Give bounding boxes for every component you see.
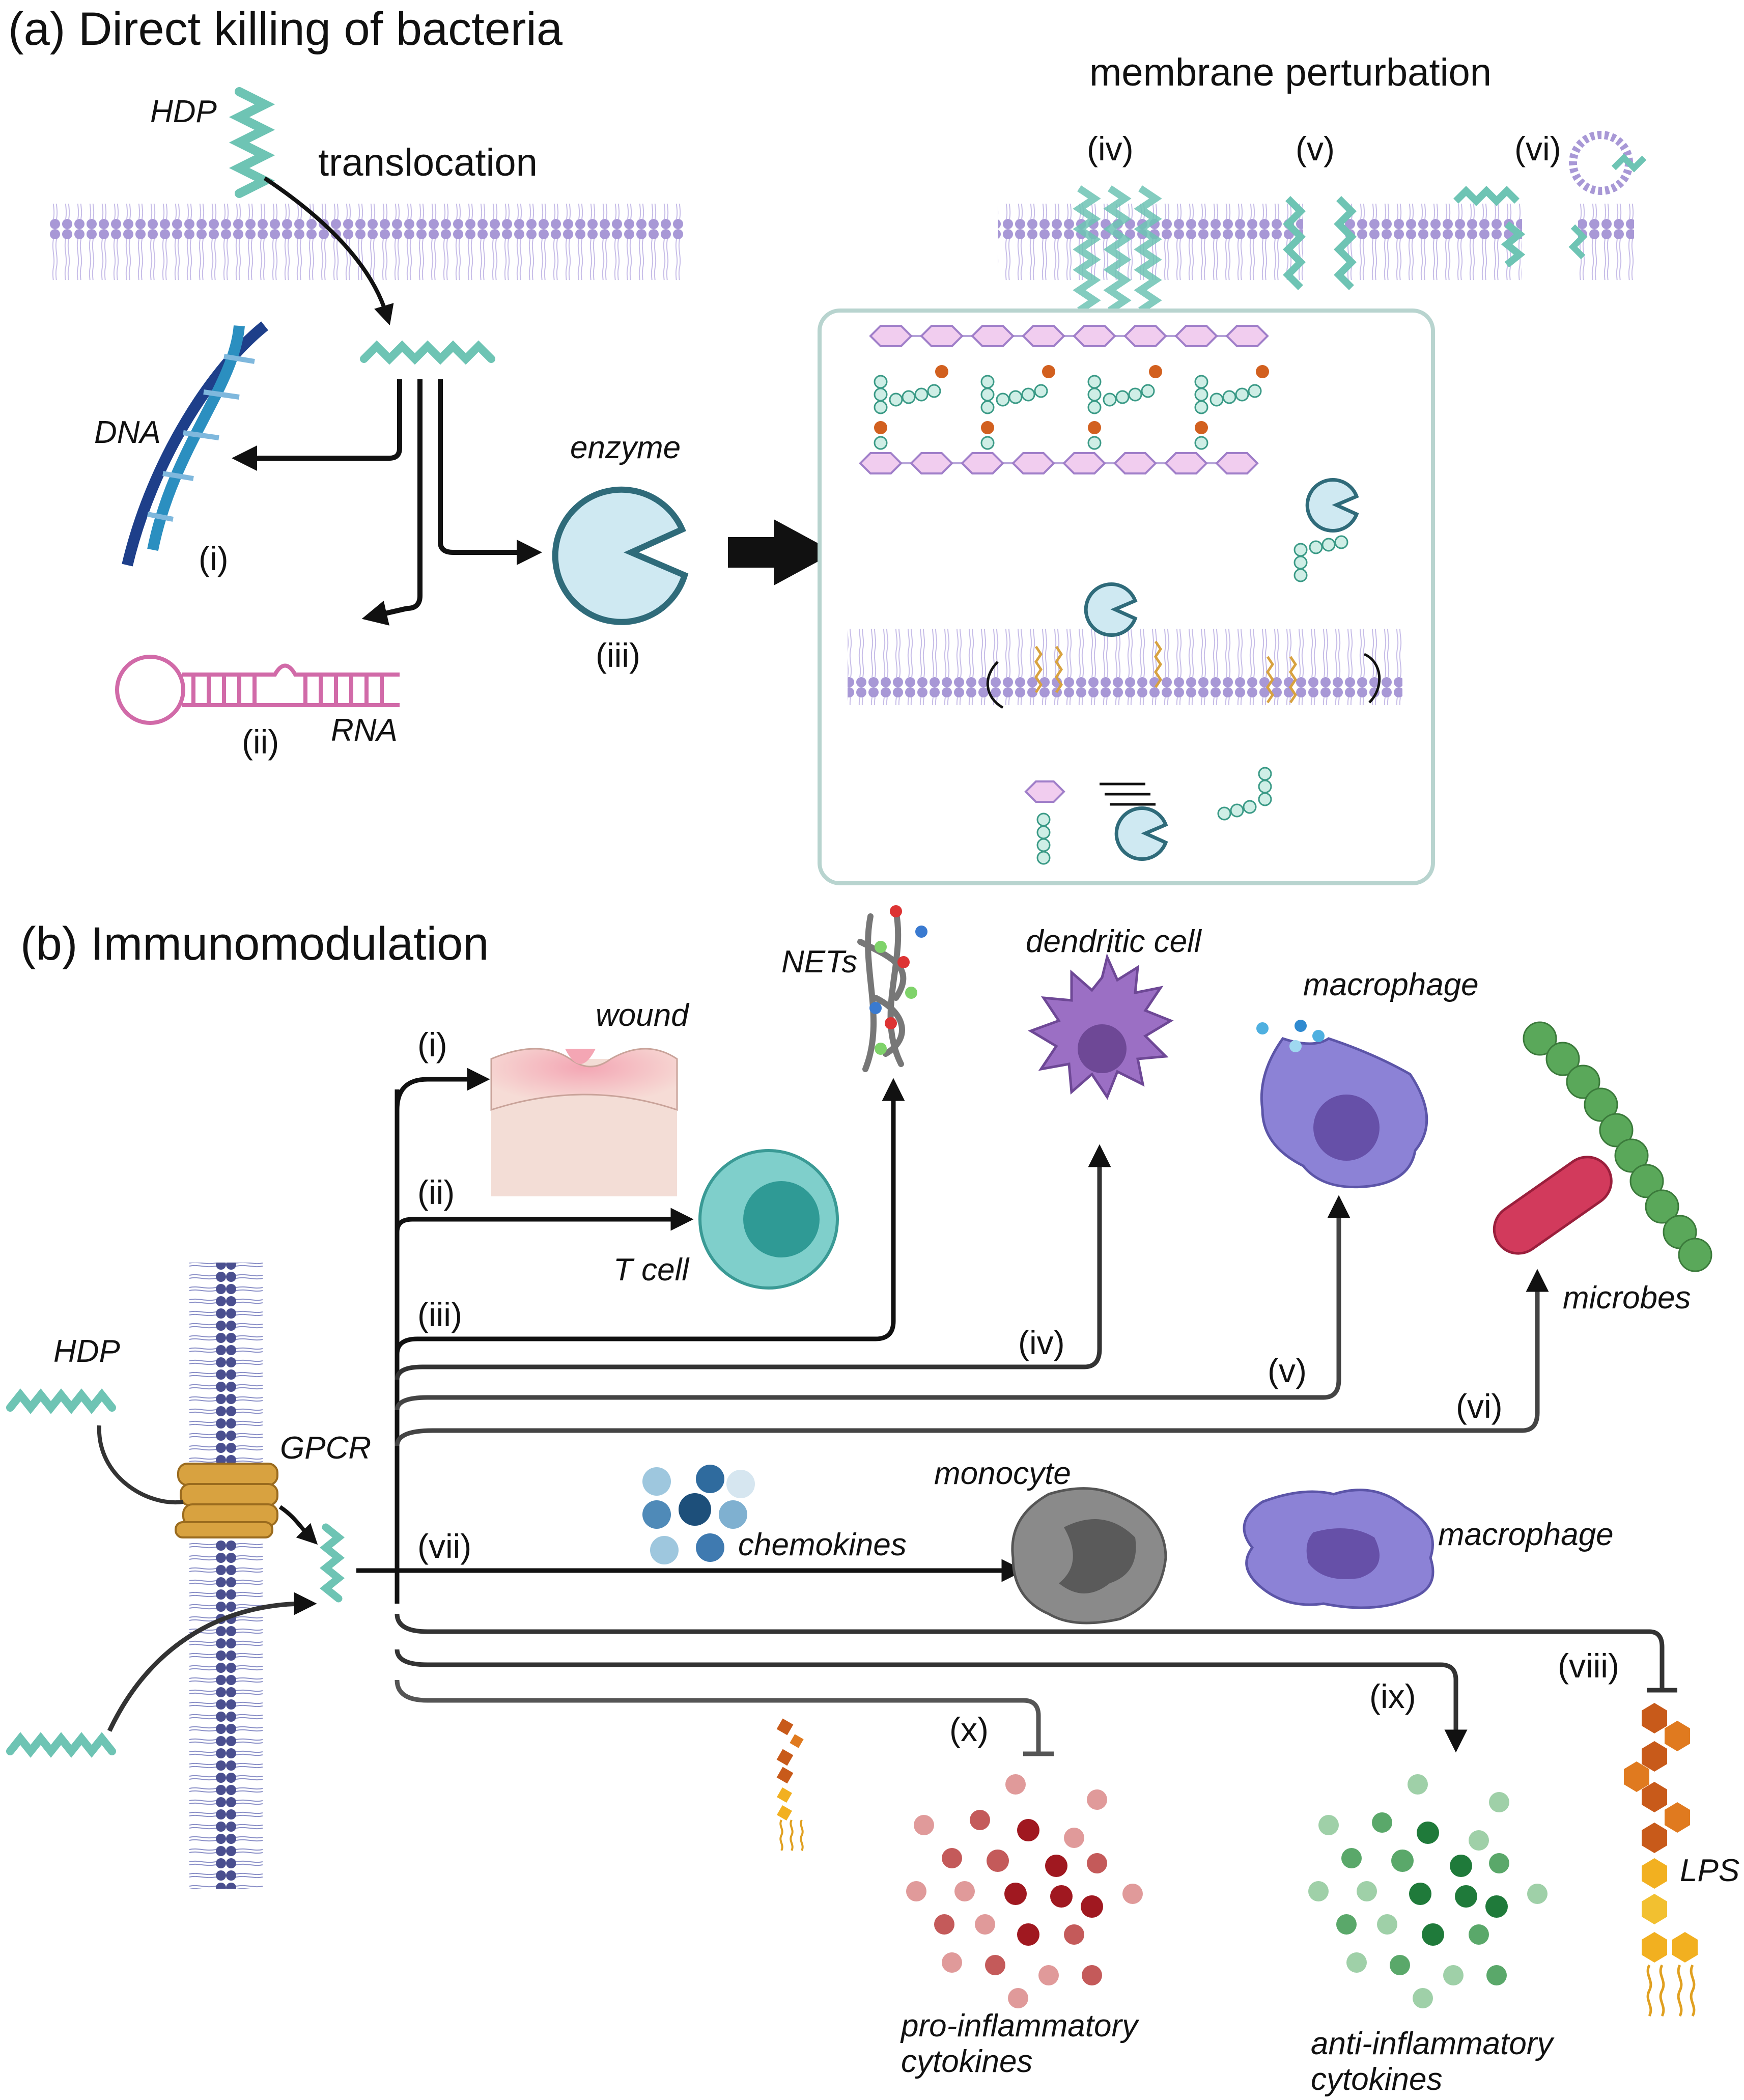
macrophage-mid-label: macrophage [1438,1517,1614,1552]
gpcr-receptor-icon [175,1463,278,1538]
pathway-vi-arrow [395,1269,1549,1446]
microbe-chain-icon [1523,1021,1712,1272]
arrow-to-enzyme [438,379,542,565]
pathway-iii-arrow [395,1078,905,1355]
hdp-entry-arrow [107,1592,317,1732]
pro-inflammatory-label-2: cytokines [901,2044,1032,2079]
detail-enzyme-1-icon [1084,582,1138,637]
pro-inflammatory-cytokines-icon [906,1774,1143,2008]
lps-large-icon [1624,1703,1698,2017]
t-cell-label: T cell [613,1252,690,1287]
microbes-label: microbes [1563,1280,1691,1315]
pro-inflammatory-label-1: pro-inflammatory [900,2008,1140,2043]
nets-icon [857,908,907,1072]
pathway-ix-arrow [395,1649,1468,1753]
vertical-membrane [188,1263,264,1889]
hdp-peptide-b-icon [6,1388,116,1414]
hdp-binding-arrow [97,1425,184,1505]
lps-label: LPS [1680,1853,1739,1888]
bilayer-membrane-left [48,204,685,280]
detail-enzyme-2-icon [1305,478,1359,533]
pathway-i-arrow [395,1068,490,1110]
pathway-iv-arrow [395,1144,1111,1380]
roman-vii-b: (vii) [417,1527,471,1565]
roman-v-a: (v) [1296,130,1335,167]
roman-vi-a: (vi) [1514,130,1561,167]
roman-iii-b: (iii) [417,1296,462,1333]
roman-viii-b: (viii) [1558,1647,1619,1685]
enzyme-icon [552,486,689,625]
enzyme-label: enzyme [570,430,681,465]
lipid-ii-strand-icon [1036,535,1348,865]
roman-ii-a: (ii) [242,723,279,761]
nag-nam-unit [1024,780,1065,803]
detail-enzyme-3-icon [1114,806,1168,861]
microbe-rod-icon [1493,1156,1613,1255]
micelle-icon [1568,131,1647,260]
gpcr-label: GPCR [280,1431,371,1466]
roman-vi-b: (vi) [1456,1387,1503,1425]
wound-icon [490,1048,678,1196]
macrophage-top-icon [1256,1020,1428,1189]
roman-ix-b: (ix) [1369,1677,1416,1715]
panel-b-heading: (b) Immunomodulation [20,918,489,970]
wound-label: wound [596,998,690,1033]
dna-label: DNA [94,415,161,450]
translocation-label: translocation [318,141,538,184]
pathway-x-line [395,1679,1054,1756]
macrophage-top-label: macrophage [1303,967,1479,1002]
peptidoglycan-layer [859,325,1269,474]
dendritic-cell-icon [1028,953,1174,1100]
panel-a-heading: (a) Direct killing of bacteria [8,3,563,55]
monocyte-label: monocyte [934,1456,1071,1491]
hdp-peptide-b2-icon [6,1732,116,1758]
lipid-anchor-icons [1034,640,1298,704]
pathway-viii-line [395,1613,1677,1693]
hdp-label-a: HDP [150,94,217,129]
anti-inflammatory-label-1: anti-inflammatory [1311,2026,1555,2061]
arrow-to-dna [232,379,402,471]
dna-helix-icon [122,321,268,567]
lps-small-icon [776,1718,804,1851]
detail-membrane [848,629,1402,705]
perturbed-membrane-2 [1344,204,1522,280]
chemokines-label: chemokines [738,1527,907,1562]
nets-granules [869,905,927,1055]
big-arrow [728,519,835,585]
monocyte-icon [1011,1487,1167,1625]
roman-iii-a: (iii) [596,636,640,674]
nets-label: NETs [781,944,857,979]
translocation-arrow [263,176,394,326]
gpcr-signal-arrow [278,1505,318,1545]
macrophage-mid-icon [1243,1489,1434,1609]
pathway-v-arrow [395,1195,1351,1411]
anti-inflammatory-label-2: cytokines [1311,2062,1442,2097]
anti-inflammatory-cytokines-icon [1308,1774,1548,2008]
roman-v-b: (v) [1268,1352,1307,1389]
membrane-perturbation-label: membrane perturbation [1089,51,1492,94]
barrel-stave-pore-icon [1073,185,1162,314]
hdp-peptide-icon [229,87,275,198]
flip-arrows [986,653,1381,806]
rna-label: RNA [331,713,398,748]
roman-x-b: (x) [949,1711,989,1748]
translocated-peptide-icon [360,340,495,365]
carpet-model-icon [1453,186,1526,268]
perturbed-membrane-3 [1578,204,1634,280]
arrow-to-rna [361,379,423,626]
dendritic-cell-label: dendritic cell [1026,924,1202,959]
roman-i-b: (i) [417,1026,447,1063]
rna-hairpin-icon [115,655,400,725]
roman-iv-a: (iv) [1087,130,1134,167]
roman-ii-b: (ii) [417,1173,455,1211]
pathway-ii-arrow [395,1208,694,1233]
hdp-label-b: HDP [53,1334,120,1369]
chemokines-icon [642,1465,755,1564]
roman-i-a: (i) [199,540,229,577]
intracellular-peptide-icon [319,1523,345,1603]
t-cell-icon [698,1149,839,1290]
toroidal-pore-icon [1283,196,1357,290]
roman-iv-b: (iv) [1018,1324,1065,1361]
